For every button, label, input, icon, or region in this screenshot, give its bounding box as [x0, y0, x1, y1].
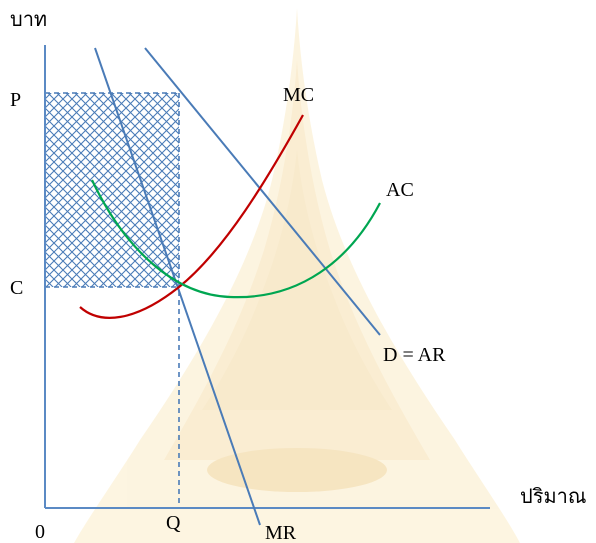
demand-curve [144, 47, 381, 336]
origin-label: 0 [35, 521, 45, 543]
quantity-label: Q [166, 512, 181, 534]
mc-label: MC [283, 84, 314, 106]
price-label: P [10, 89, 21, 111]
mr-label: MR [265, 522, 297, 543]
cost-label: C [10, 277, 23, 299]
watermark-emblem [74, 8, 520, 543]
mc-curve [79, 114, 304, 319]
mr-curve [94, 47, 261, 526]
ac-label: AC [386, 179, 414, 201]
y-axis-label: บาท [10, 9, 47, 31]
profit-area [45, 93, 179, 287]
x-axis-label: ปริมาณ [520, 486, 586, 508]
ac-curve [91, 179, 381, 299]
demand-label: D = AR [383, 344, 446, 366]
dashed-guides [45, 92, 180, 508]
